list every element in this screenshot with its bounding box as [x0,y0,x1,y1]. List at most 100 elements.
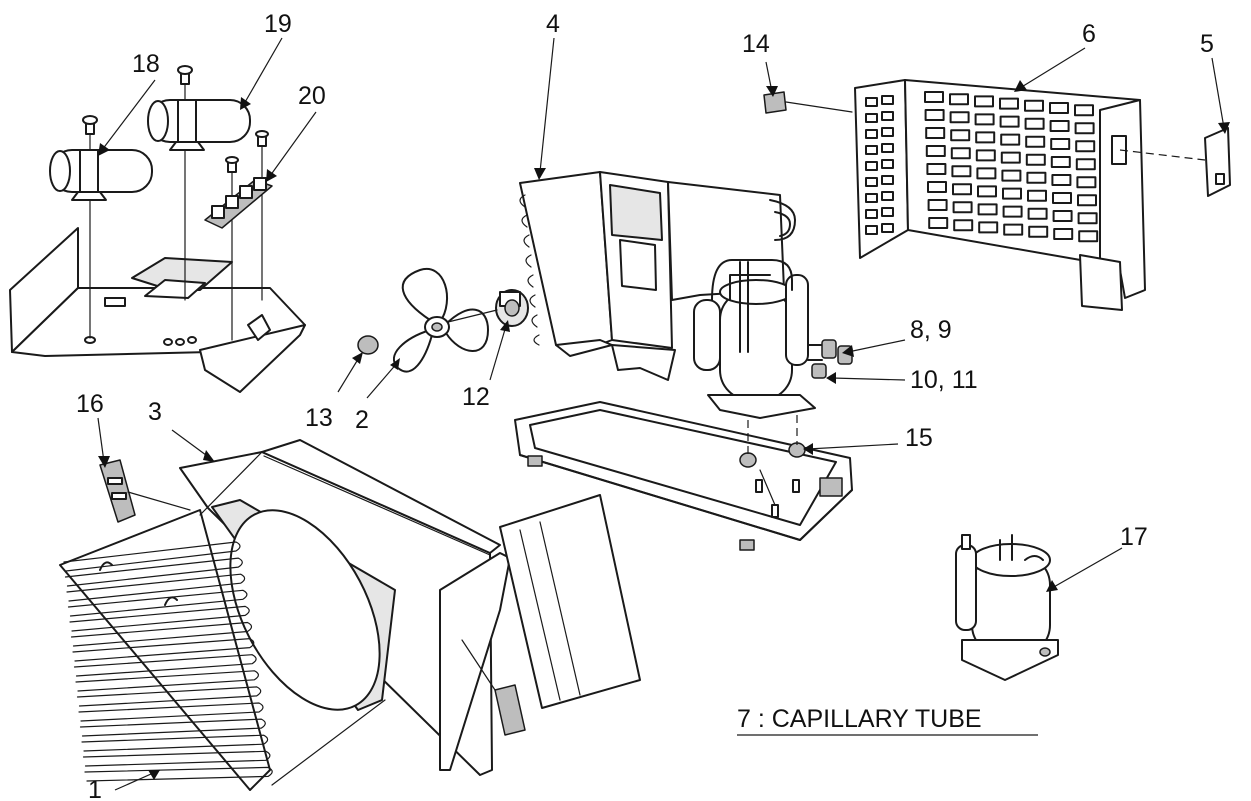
label-part-2: 2 [355,406,369,434]
condenser-assembly-4 [519,171,796,381]
base-pan [514,401,853,551]
grille-slot [1077,194,1097,207]
grille-slot [975,131,996,144]
grille-side-slot [865,177,878,187]
grille-side-slot [881,143,894,153]
coil-tube [81,734,269,752]
terminal-block-20 [204,130,273,229]
coil-tube [73,654,257,677]
grille-slot [1052,192,1072,204]
bracket-16 [99,459,191,523]
capacitor-18 [49,115,153,201]
grille-slot [1049,120,1070,132]
label-part-10-11: 10, 11 [910,366,978,394]
grille-side-slot [881,127,894,137]
coil-tube [64,557,243,587]
grille-slot [1025,153,1046,166]
label-part-14: 14 [742,30,770,58]
grille-slot [928,217,949,229]
grille-slot [1026,171,1047,184]
grille-slot [1001,169,1022,182]
coil-tube [66,573,246,602]
grille-slots [865,91,1099,243]
label-part-15: 15 [905,424,933,452]
grille-side-slot [881,111,894,121]
capacitor-19 [147,65,251,151]
grille-side-slot [865,193,878,203]
grille-slot [1028,225,1049,238]
grille-slot [927,181,947,193]
grille-slot [927,199,948,211]
grille-side-slot [881,191,894,201]
grille-slot [950,129,971,142]
grille-slot [951,165,972,178]
grille-side-slot [881,207,894,217]
grille-slot [1075,158,1096,171]
grille-slot [977,203,998,216]
grille-slot [1074,122,1095,135]
grille-slot [1000,133,1021,146]
grille-slot [1078,230,1099,243]
grille-side-slot [865,161,878,171]
grille-slot [925,127,946,139]
grille-slot [1075,140,1096,153]
grille-slot [949,111,970,124]
grille-slot [999,115,1020,128]
grille-slot [1049,102,1069,114]
deflector-panel [499,494,641,709]
coil-tube [82,750,271,767]
grille-side-slot [881,95,894,105]
label-part-1: 1 [88,776,102,801]
grille-slot [1000,151,1021,164]
grille-slot [1077,212,1098,225]
front-panel-3 [179,439,511,776]
grille-slot [978,221,999,234]
grille-slot [952,183,972,196]
service-cover-5 [1119,127,1231,197]
grille-slot [1050,156,1071,168]
leader-lines [97,37,1230,791]
grille-slot [1003,223,1024,236]
fan-cap-13 [357,335,379,355]
fan-motor-12 [447,289,529,327]
note-text: 7 : CAPILLARY TUBE [737,705,982,733]
grille-slot [926,163,947,175]
clip-14 [763,91,853,114]
grille-side-slot [881,159,894,169]
grille-slot [974,113,995,126]
label-part-13: 13 [305,404,333,432]
grille-side-slot [881,175,894,185]
coil-tube [75,670,259,692]
coil-tube [70,621,253,647]
grille-slot [950,147,971,160]
grille-side-slot [865,129,878,139]
part-labels: 1 2 3 4 5 6 8, 9 10, 11 12 13 14 15 16 1… [76,10,1214,801]
label-part-16: 16 [76,390,104,418]
grille-side-slot [865,209,878,219]
label-part-4: 4 [546,10,560,38]
grille-slot [1025,135,1046,148]
label-part-3: 3 [148,398,162,426]
coil-tube [79,718,266,737]
label-part-18: 18 [132,50,160,78]
grille-side-slot [865,113,878,123]
small-bracket [461,639,526,736]
grille-slot [1076,176,1097,189]
grille-slot [1051,174,1072,186]
label-part-19: 19 [264,10,292,38]
grille-slot [1074,104,1094,117]
label-part-6: 6 [1082,20,1096,48]
grille-slot [924,91,944,103]
compressor-assembly [693,259,853,419]
grille-slot [924,109,945,121]
grille-slot [976,167,997,180]
grille-side-slot [865,225,878,235]
grille-slot [999,97,1019,110]
condenser-coil-1 [59,451,386,791]
grille-side-slot [865,97,878,107]
label-part-20: 20 [298,82,326,110]
label-part-8-9: 8, 9 [910,316,952,344]
grille-slot [977,185,997,198]
control-box-plate [9,79,306,393]
